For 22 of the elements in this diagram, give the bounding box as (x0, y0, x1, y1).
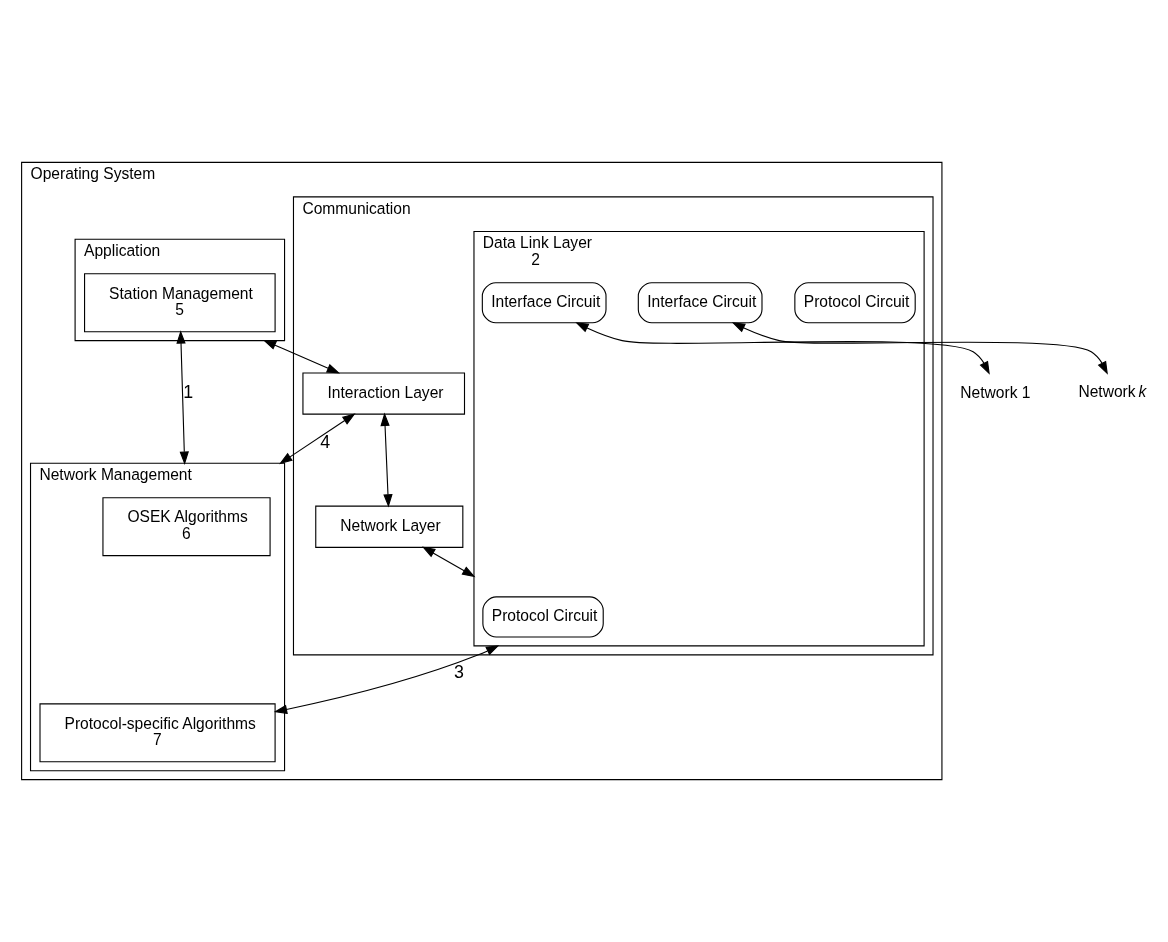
arrow (380, 412, 393, 508)
edge-label: 4 (320, 432, 331, 453)
node-box: OSEK Algorithms 6 (102, 497, 271, 557)
arrow (176, 330, 189, 465)
arrow (262, 339, 341, 374)
node-box: Protocol Circuit (794, 282, 916, 324)
node-box: Network Layer (315, 505, 464, 548)
arrow (575, 322, 990, 375)
arrow (731, 322, 1108, 375)
node-box: Protocol Circuit (482, 596, 604, 638)
arrow (273, 645, 500, 714)
node-box: Interface Circuit (481, 282, 607, 324)
node-box: Station Management 5 (84, 273, 276, 333)
node-text: Network k (1078, 382, 1147, 400)
arrow (279, 413, 356, 465)
edge-label: 1 (183, 381, 194, 402)
edge-label: 3 (453, 662, 464, 683)
node-text: Network 1 (960, 383, 1031, 401)
node-box: Protocol-specific Algorithms 7 (39, 703, 276, 763)
arrow (421, 546, 476, 578)
node-box: Interface Circuit (637, 282, 763, 324)
node-box: Interaction Layer (302, 372, 466, 415)
